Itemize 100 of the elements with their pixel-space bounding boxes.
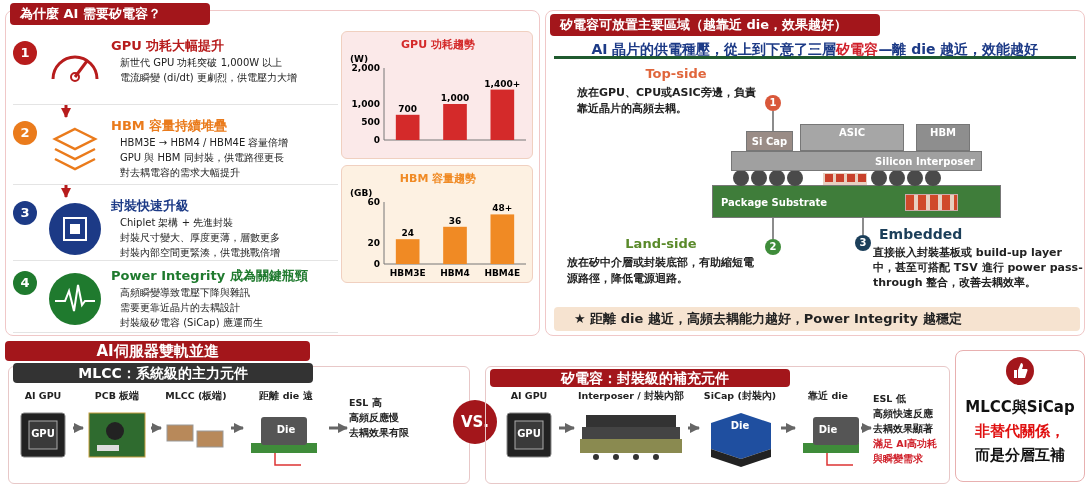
axis-tick-label: HBM4 [440,268,470,278]
step-title: MLCC (板端) [164,389,228,403]
axis-tick-label: 20 [367,238,380,249]
bullet-item: ESL 高 [349,396,383,410]
region-title: Embedded [879,227,964,244]
axis-tick-label: 60 [367,197,380,207]
conclusion-card [955,350,1085,482]
step-title: SiCap (封裝內) [702,389,778,403]
arrow [73,422,85,434]
description-text: 放在矽中介層或封裝底部，有助縮短電源路徑，降低電源迴路。 [567,255,755,287]
arrow [329,422,349,434]
value-label: 1,400+ [484,78,521,89]
section-header: 矽電容可放置主要區域（越靠近 die，效果越好） [550,14,880,36]
step-title: 靠近 die [807,389,849,403]
number-badge: 1 [13,41,37,65]
bullet-item: 高頻快速反應 [873,407,934,421]
arrow [861,422,873,434]
summary-bar: ★ 距離 die 越近，高頻去耦能力越好，Power Integrity 越穩定 [554,307,1080,331]
step-title: PCB 板端 [93,389,141,403]
value-label: 24 [401,228,414,239]
bullet-item: 需要更靠近晶片的去耦設計 [119,301,241,315]
bullet-item: 滿足 AI高功耗 [873,437,939,451]
axis-tick-label: 1,000 [351,99,380,109]
item-heading: Power Integrity 成為關鍵瓶頸 [111,267,309,284]
number-badge: 3 [13,201,37,225]
bullet-item: 封裝尺寸變大、厚度更薄，層數更多 [119,231,281,245]
list-row [13,37,338,105]
step-title: 距離 die 遠 [258,389,314,403]
axis-title: (W) [350,54,369,64]
embedded-capacitor [905,194,958,211]
memory-block: HBM [916,124,970,151]
arrow [151,422,163,434]
step-title: AI GPU [23,389,63,403]
section-header: MLCC：系統級的主力元件 [13,363,313,383]
bullet-item: HBM3E → HBM4 / HBM4E 容量倍增 [119,136,290,150]
axis-tick-label: 0 [373,259,380,269]
arrow [60,185,72,199]
step-title: AI GPU [509,389,549,403]
callout-number: 3 [855,235,871,251]
value-label: 700 [398,103,418,114]
chip-label: Die [275,423,297,437]
chart-title: GPU 功耗趨勢 [401,38,475,51]
axis-tick-label: 500 [361,117,380,127]
arrow [60,105,72,119]
bullet-item: 高頻瞬變導致電壓下降與雜訊 [119,286,251,300]
number-badge: 2 [13,121,37,145]
chip-label: GPU [30,427,56,441]
item-heading: HBM 容量持續堆疊 [111,117,229,134]
list-row [13,117,338,185]
bullet-item: 對去耦電容的需求大幅提升 [119,166,241,180]
list-row [13,197,338,261]
chip-label: GPU [516,427,542,441]
bullet-item: 電流瞬變 (di/dt) 更劇烈，供電壓力大增 [119,71,298,85]
section-header: 矽電容：封裝級的補充元件 [490,369,790,387]
conclusion-text: 而是分層互補 [974,445,1066,466]
arrow [559,422,576,434]
axis-tick-label: HBM4E [484,268,521,278]
region-title: Land-side [624,237,698,253]
axis-tick-label: 0 [373,135,380,145]
bullet-item: 新世代 GPU 功耗突破 1,000W 以上 [119,56,284,70]
bullet-item: 高頻反應慢 [349,411,400,425]
bullet-item: 去耦效果顯著 [873,422,934,436]
description-text: 放在GPU、CPU或ASIC旁邊，負責靠近晶片的高頻去耦。 [577,85,757,117]
arrow [781,422,797,434]
chart-title: HBM 容量趨勢 [399,172,477,185]
value-label: 1,000 [440,93,470,103]
capacitor-block: Si Cap [746,131,793,151]
chip-label: Die [729,419,751,433]
number-badge: 4 [13,271,37,295]
bullet-item: GPU 與 HBM 同封裝，供電路徑更長 [119,151,285,165]
arrow [231,422,245,434]
banner: AI伺服器雙軌並進 [5,341,310,361]
bullet-item: 封裝級矽電容 (SiCap) 應運而生 [119,316,264,330]
interposer-layer: Silicon Interposer [731,151,982,171]
chip-block: ASIC [800,124,904,151]
axis-tick-label: 2,000 [351,63,380,73]
bullet-item: ESL 低 [873,392,907,406]
item-heading: GPU 功耗大幅提升 [111,37,226,54]
callout-number: 2 [765,239,781,255]
value-label: 48+ [492,203,513,214]
description-text: 直接嵌入封裝基板或 build-up layer 中，甚至可搭配 TSV 進行 power pass-through 整合，改善去耦效率。 [873,245,1083,291]
leader-line [772,110,774,132]
section-subtitle: AI 晶片的供電種壓，從上到下意了三層矽電容—離 die 越近，效能越好 [554,39,1076,59]
conclusion-text: 非替代關係， [974,421,1066,442]
bullet-item: 去耦效果有限 [349,426,410,440]
value-label: 36 [448,215,462,226]
conclusion-text: MLCC與SiCap [964,397,1076,418]
bullet-item: Chiplet 架構 + 先進封裝 [119,216,235,230]
callout-number: 1 [765,95,781,111]
region-title: Top-side [644,67,708,83]
step-title: Interposer / 封裝內部 [576,389,686,403]
section-header: 為什麼 AI 需要矽電容？ [10,3,210,25]
axis-tick-label: HBM3E [389,268,426,278]
substrate-layer: Package Substrate [712,185,1001,218]
leader-line [772,217,774,240]
item-heading: 封裝快速升級 [111,197,190,214]
bullet-item: 與瞬變需求 [873,452,924,466]
chip-label: Die [817,423,839,437]
panel [545,10,1085,336]
list-row [13,267,338,333]
